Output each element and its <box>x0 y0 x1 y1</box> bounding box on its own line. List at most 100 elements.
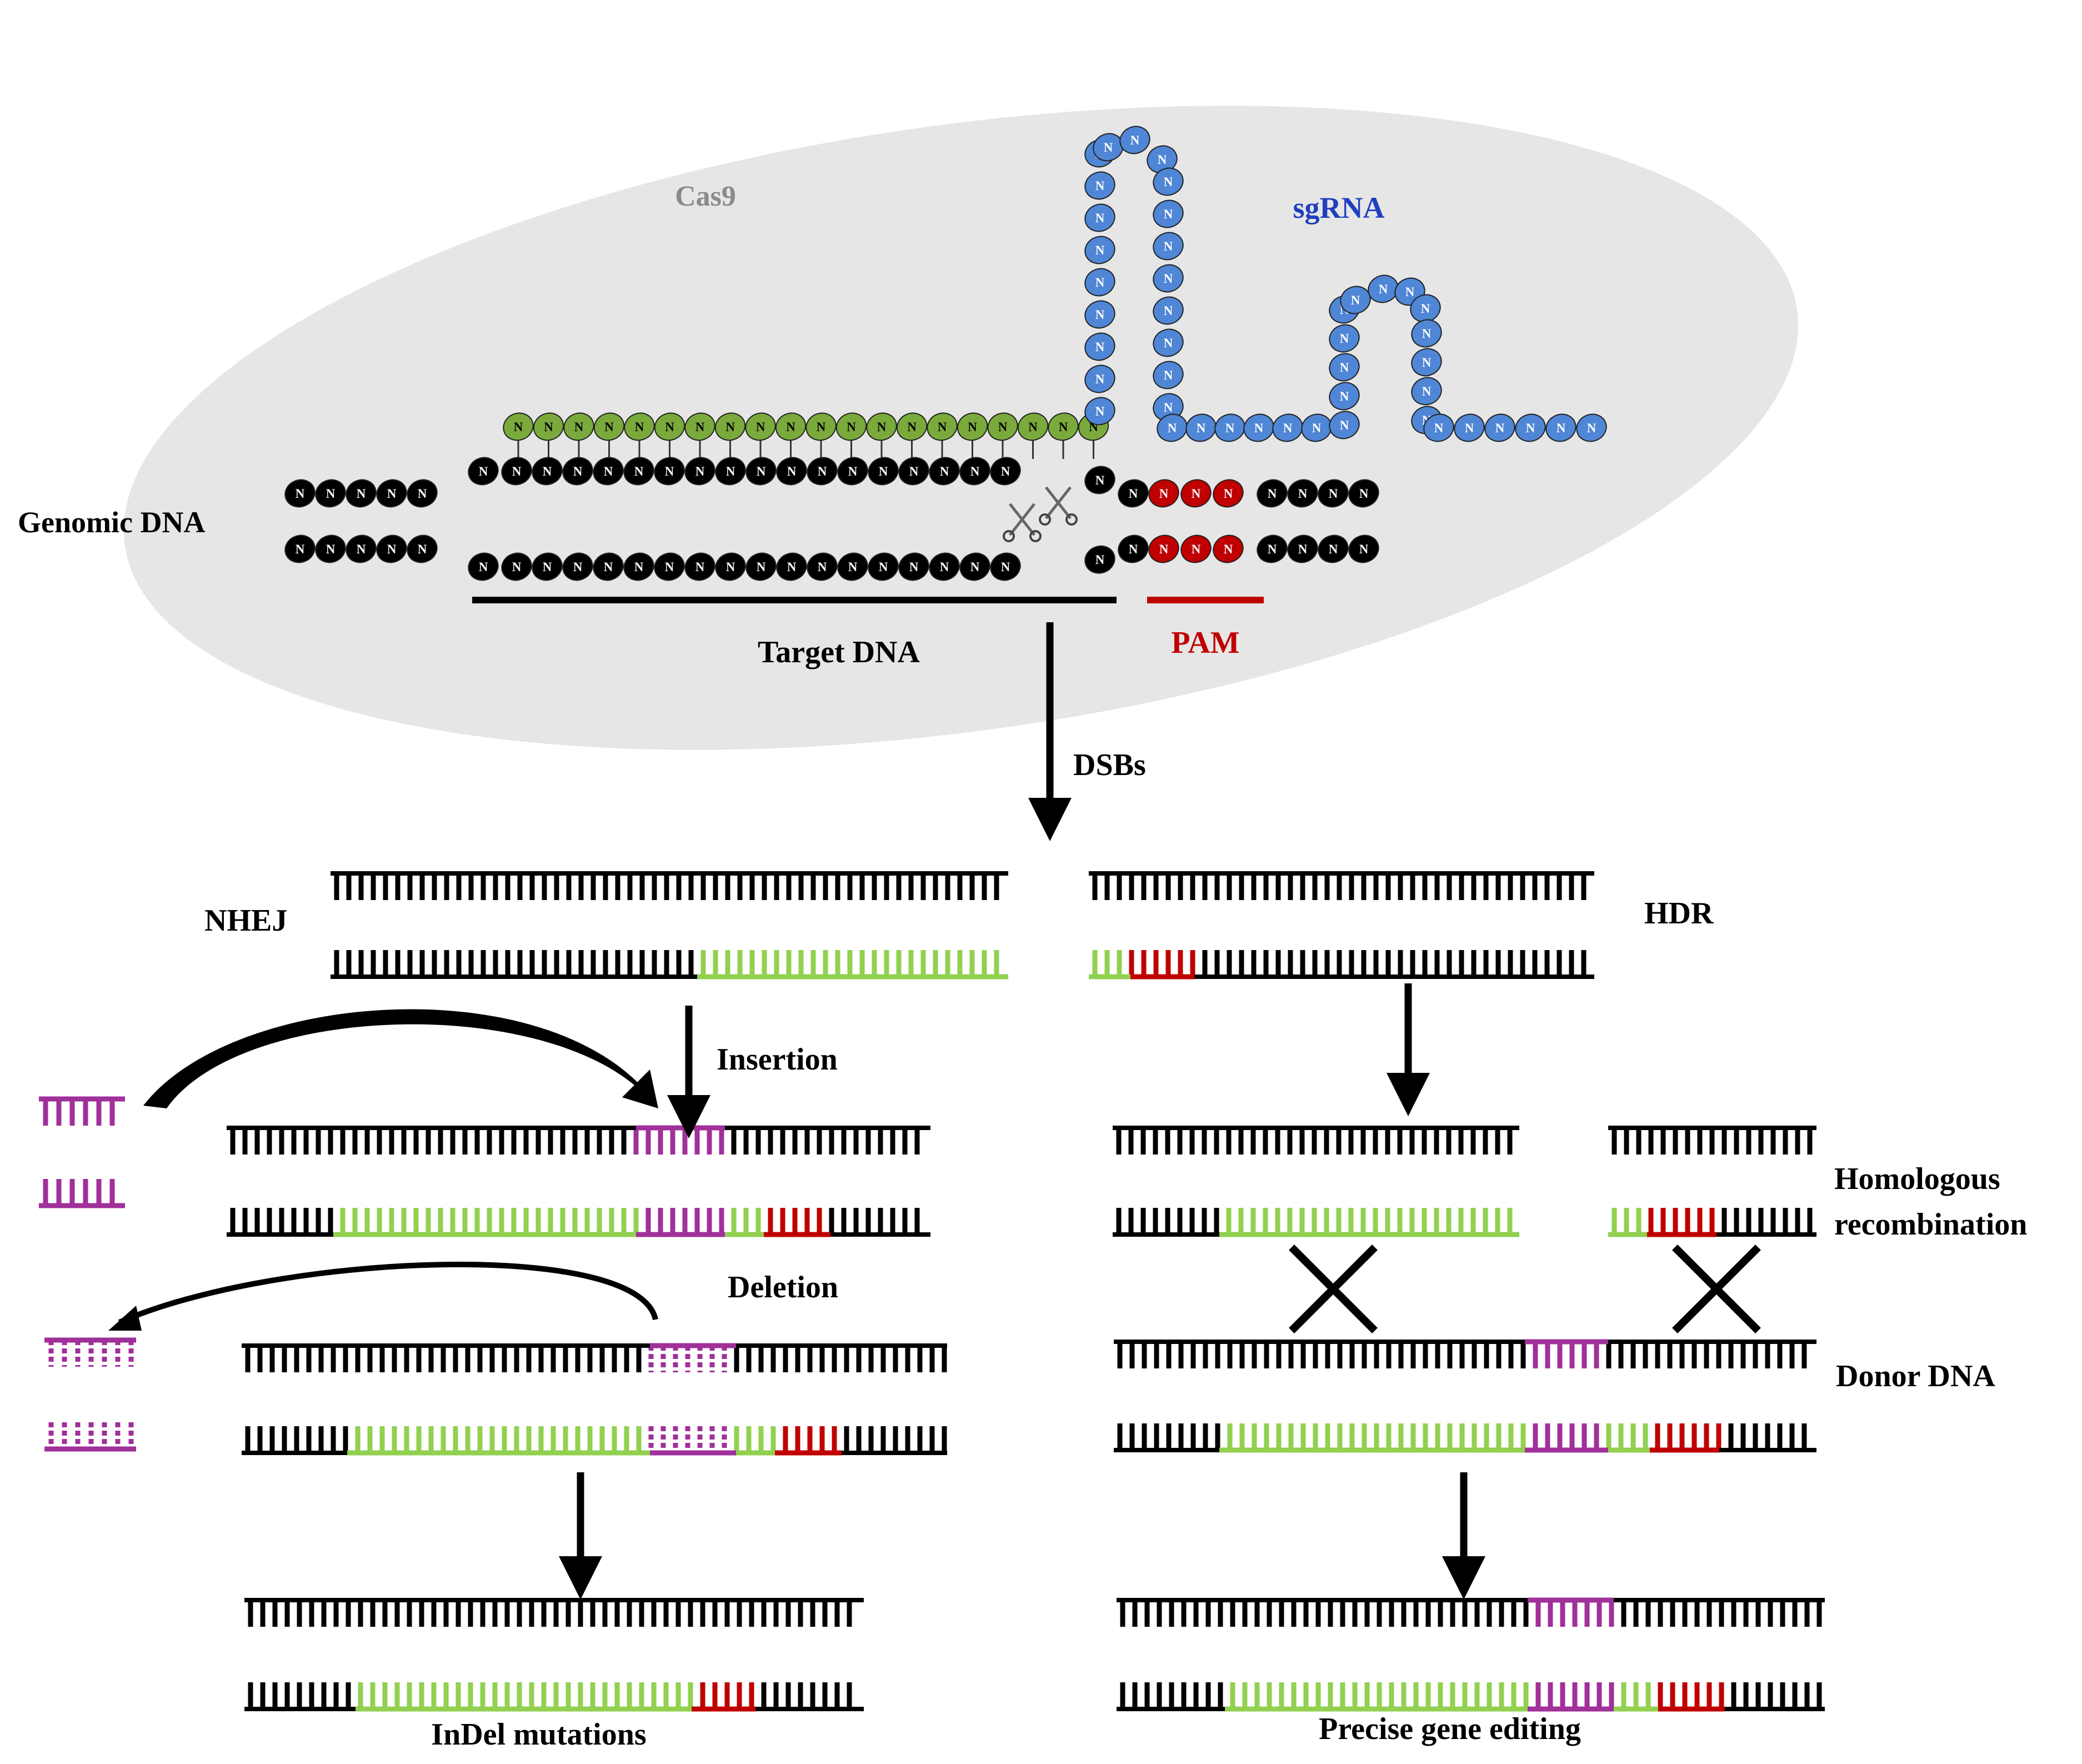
nucleotide: N <box>807 552 838 581</box>
nucleotide: N <box>1411 377 1442 406</box>
nucleotide: N <box>468 552 499 581</box>
nucleotide-letter: N <box>1351 293 1360 307</box>
precise-dna <box>1117 1597 1825 1712</box>
nucleotide: N <box>1329 324 1360 353</box>
nucleotide: N <box>1287 479 1318 508</box>
nucleotide-letter: N <box>848 464 858 478</box>
nucleotide-letter: N <box>1359 487 1369 501</box>
nucleotide-letter: N <box>1164 336 1173 350</box>
nucleotide: N <box>1329 353 1360 382</box>
nucleotide-letter: N <box>1164 304 1173 318</box>
nucleotide-letter: N <box>1405 285 1415 299</box>
nucleotide: N <box>959 552 990 581</box>
nucleotide-letter: N <box>1192 542 1201 556</box>
nucleotide-letter: N <box>1095 404 1105 418</box>
nucleotide-letter: N <box>1329 542 1338 556</box>
deletion-dna <box>242 1343 947 1456</box>
nucleotide: N <box>1093 133 1124 162</box>
nucleotide-letter: N <box>1359 542 1369 556</box>
nucleotide-letter: N <box>1340 361 1349 374</box>
nucleotide-letter: N <box>296 542 305 556</box>
nucleotide-letter: N <box>634 560 644 574</box>
nucleotide: N <box>346 534 377 563</box>
nucleotide-letter: N <box>1095 372 1105 386</box>
nucleotide-letter: N <box>1095 473 1105 487</box>
nucleotide-letter: N <box>817 420 826 434</box>
nucleotide-letter: N <box>635 420 644 434</box>
nucleotide-letter: N <box>1422 384 1432 398</box>
nucleotide: N <box>927 412 958 441</box>
nucleotide-letter: N <box>296 487 305 501</box>
nucleotide: N <box>868 552 899 581</box>
nucleotide-letter: N <box>786 420 795 434</box>
nucleotide-letter: N <box>1164 272 1173 286</box>
nucleotide: N <box>1410 294 1441 323</box>
nucleotide-letter: N <box>818 560 827 574</box>
nucleotide-letter: N <box>847 420 856 434</box>
nucleotide-letter: N <box>1095 340 1105 354</box>
nucleotide-letter: N <box>726 560 735 574</box>
nucleotide-letter: N <box>909 560 919 574</box>
nucleotide: N <box>1153 361 1184 389</box>
homologous-recombination-label-line1: Homologous <box>1834 1162 2000 1196</box>
nucleotide-letter: N <box>665 560 674 574</box>
nucleotide-letter: N <box>1059 420 1068 434</box>
nucleotide-letter: N <box>848 560 858 574</box>
nucleotide: N <box>1148 534 1179 563</box>
homologous-recombination-label-line2: recombination <box>1834 1207 2027 1242</box>
nucleotide-letter: N <box>756 420 765 434</box>
nucleotide: N <box>1084 364 1115 393</box>
nucleotide-letter: N <box>387 542 397 556</box>
nucleotide: N <box>315 534 346 563</box>
nucleotide-letter: N <box>818 464 827 478</box>
nucleotide-letter: N <box>1028 420 1038 434</box>
nucleotide: N <box>1515 413 1546 442</box>
nucleotide-letter: N <box>1164 207 1173 221</box>
nucleotide: N <box>346 479 377 508</box>
nucleotide: N <box>1454 413 1485 442</box>
dna-ladders <box>39 871 1825 1712</box>
nucleotide: N <box>501 552 532 581</box>
nucleotide-letter: N <box>1312 421 1322 435</box>
nucleotide: N <box>563 412 594 441</box>
nucleotide: N <box>593 552 624 581</box>
insertion-dna <box>227 1125 930 1237</box>
nucleotide: N <box>1084 466 1115 494</box>
nucleotide: N <box>1153 167 1184 196</box>
homologous-dna-right <box>1608 1126 1816 1237</box>
nucleotide-letter: N <box>514 420 523 434</box>
nucleotide: N <box>990 457 1021 486</box>
homologous-dna-left <box>1113 1126 1519 1237</box>
nucleotide: N <box>1048 412 1079 441</box>
nucleotide-letter: N <box>1192 487 1201 501</box>
nucleotide-letter: N <box>512 560 522 574</box>
nucleotide-letter: N <box>998 420 1008 434</box>
pam-label: PAM <box>1171 626 1239 660</box>
nucleotide: N <box>898 552 929 581</box>
nucleotide-letter: N <box>665 464 674 478</box>
nucleotide: N <box>533 412 564 441</box>
nucleotide-letter: N <box>418 487 427 501</box>
nucleotide-letter: N <box>1164 239 1173 253</box>
nucleotide-letter: N <box>909 464 919 478</box>
nucleotide-letter: N <box>1268 542 1277 556</box>
nucleotide: N <box>623 457 654 486</box>
nucleotide: N <box>501 457 532 486</box>
nucleotide-letter: N <box>1164 401 1173 414</box>
nucleotide-letter: N <box>544 420 553 434</box>
nucleotide: N <box>1257 534 1288 563</box>
nucleotide: N <box>1272 413 1303 442</box>
nucleotide: N <box>1084 236 1115 264</box>
nucleotide: N <box>562 552 593 581</box>
nucleotide: N <box>284 534 316 563</box>
genomic-dna-label: Genomic DNA <box>18 506 205 539</box>
nucleotide: N <box>1484 413 1515 442</box>
nucleotide: N <box>1329 411 1360 439</box>
donor-dna-label: Donor DNA <box>1836 1359 1995 1393</box>
nucleotide-letter: N <box>726 464 735 478</box>
nucleotide-letter: N <box>879 464 888 478</box>
nucleotide: N <box>957 412 988 441</box>
nucleotide-letter: N <box>1587 421 1596 435</box>
nucleotide: N <box>1084 268 1115 297</box>
